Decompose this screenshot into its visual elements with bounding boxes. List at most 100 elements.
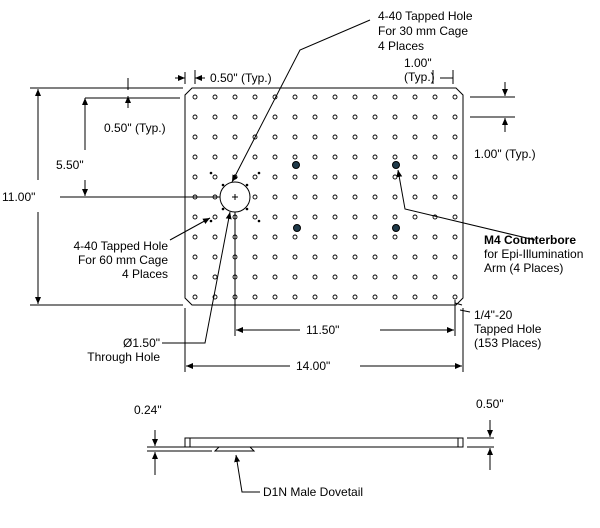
tapped-hole xyxy=(332,294,338,300)
tapped-hole xyxy=(432,134,438,140)
tapped-hole xyxy=(332,154,338,160)
svg-text:4-40 Tapped Hole: 4-40 Tapped Hole xyxy=(378,9,473,23)
tapped-hole xyxy=(252,94,258,100)
tapped-hole xyxy=(432,254,438,260)
offset-label: 11.50" xyxy=(306,323,339,337)
tapped-hole xyxy=(312,254,318,260)
tapped-hole xyxy=(392,294,398,300)
tapped-hole xyxy=(392,214,398,220)
tapped-hole xyxy=(272,194,278,200)
svg-text:for Epi-Illumination: for Epi-Illumination xyxy=(484,247,583,261)
tapped-hole xyxy=(192,154,198,160)
tapped-hole xyxy=(432,194,438,200)
tapped-hole xyxy=(432,154,438,160)
tapped-hole xyxy=(252,274,258,280)
tapped-hole xyxy=(292,274,298,280)
tapped-hole xyxy=(372,214,378,220)
tapped-hole xyxy=(292,134,298,140)
tapped-hole xyxy=(352,274,358,280)
tapped-hole xyxy=(192,214,198,220)
tapped-hole xyxy=(212,154,218,160)
cage30-hole xyxy=(245,207,249,211)
tapped-hole xyxy=(212,134,218,140)
width-label: 14.00" xyxy=(296,359,330,373)
tapped-hole xyxy=(232,114,238,120)
tapped-hole xyxy=(452,94,458,100)
spacing-typ-x-label: 1.00" xyxy=(404,56,432,70)
tapped-hole xyxy=(272,174,278,180)
pitch-typ-x-label: 0.50" (Typ.) xyxy=(210,71,272,85)
tapped-hole xyxy=(412,174,418,180)
tapped-hole xyxy=(252,194,258,200)
tapped-hole xyxy=(392,254,398,260)
tapped-hole xyxy=(332,274,338,280)
svg-text:M4 Counterbore: M4 Counterbore xyxy=(484,233,576,247)
tapped-hole xyxy=(412,294,418,300)
tapped-hole xyxy=(372,174,378,180)
tapped-hole xyxy=(312,274,318,280)
thickness-label: 0.50" xyxy=(476,397,504,411)
tapped-hole xyxy=(292,214,298,220)
tapped-hole xyxy=(392,94,398,100)
tapped-hole xyxy=(292,154,298,160)
tapped-hole xyxy=(432,114,438,120)
cage30-label: 4-40 Tapped Hole For 30 mm Cage 4 Places xyxy=(378,9,473,53)
tapped-hole xyxy=(252,254,258,260)
side-view xyxy=(147,420,494,493)
tapped-hole xyxy=(192,114,198,120)
tapped-hole xyxy=(332,174,338,180)
tapped-hole xyxy=(352,174,358,180)
tapped-hole xyxy=(252,234,258,240)
cage60-hole xyxy=(257,219,261,223)
tapped-hole xyxy=(372,114,378,120)
dovetail-label: D1N Male Dovetail xyxy=(263,485,363,499)
tapped-hole xyxy=(212,114,218,120)
tapped-hole xyxy=(212,274,218,280)
tapped-hole xyxy=(192,94,198,100)
svg-text:Arm (4 Places): Arm (4 Places) xyxy=(484,261,563,275)
tapped-hole-label: 1/4"-20 Tapped Hole (153 Places) xyxy=(474,308,542,350)
m4-counterbore xyxy=(293,224,301,232)
tapped-hole xyxy=(452,134,458,140)
tapped-hole xyxy=(312,194,318,200)
svg-text:Through Hole: Through Hole xyxy=(87,350,160,364)
tapped-hole xyxy=(272,234,278,240)
tapped-hole xyxy=(372,294,378,300)
tapped-hole xyxy=(392,134,398,140)
tapped-hole xyxy=(192,294,198,300)
tapped-hole xyxy=(412,214,418,220)
tapped-hole xyxy=(312,294,318,300)
tapped-hole xyxy=(352,114,358,120)
m4-counterbore xyxy=(292,161,300,169)
tapped-hole xyxy=(432,174,438,180)
dimension-lines xyxy=(30,19,536,372)
tapped-hole xyxy=(232,94,238,100)
svg-text:For 30 mm Cage: For 30 mm Cage xyxy=(378,24,468,38)
tapped-hole xyxy=(372,154,378,160)
tapped-hole xyxy=(252,154,258,160)
tapped-hole xyxy=(272,294,278,300)
tapped-hole xyxy=(412,114,418,120)
cage30-hole xyxy=(221,207,225,211)
tapped-hole xyxy=(212,214,218,220)
tapped-hole xyxy=(412,274,418,280)
dovetail-height-label: 0.24" xyxy=(134,403,162,417)
svg-text:Tapped Hole: Tapped Hole xyxy=(474,322,542,336)
tapped-hole xyxy=(372,254,378,260)
cage60-hole xyxy=(209,219,213,223)
svg-text:4-40 Tapped Hole: 4-40 Tapped Hole xyxy=(73,239,168,253)
tapped-hole xyxy=(352,294,358,300)
tapped-hole xyxy=(212,254,218,260)
tapped-hole xyxy=(432,274,438,280)
tapped-hole xyxy=(352,94,358,100)
svg-text:(153 Places): (153 Places) xyxy=(474,336,541,350)
cage30-hole xyxy=(221,183,225,187)
height-label: 11.00" xyxy=(2,190,35,204)
cage60-hole xyxy=(209,171,213,175)
tapped-hole xyxy=(232,134,238,140)
cage30-hole xyxy=(245,183,249,187)
plate-outline xyxy=(184,87,464,306)
through-hole-label: Ø1.50" Through Hole xyxy=(87,336,160,364)
tapped-hole xyxy=(292,294,298,300)
spacing-typ-x-label-2: (Typ.) xyxy=(404,70,435,84)
